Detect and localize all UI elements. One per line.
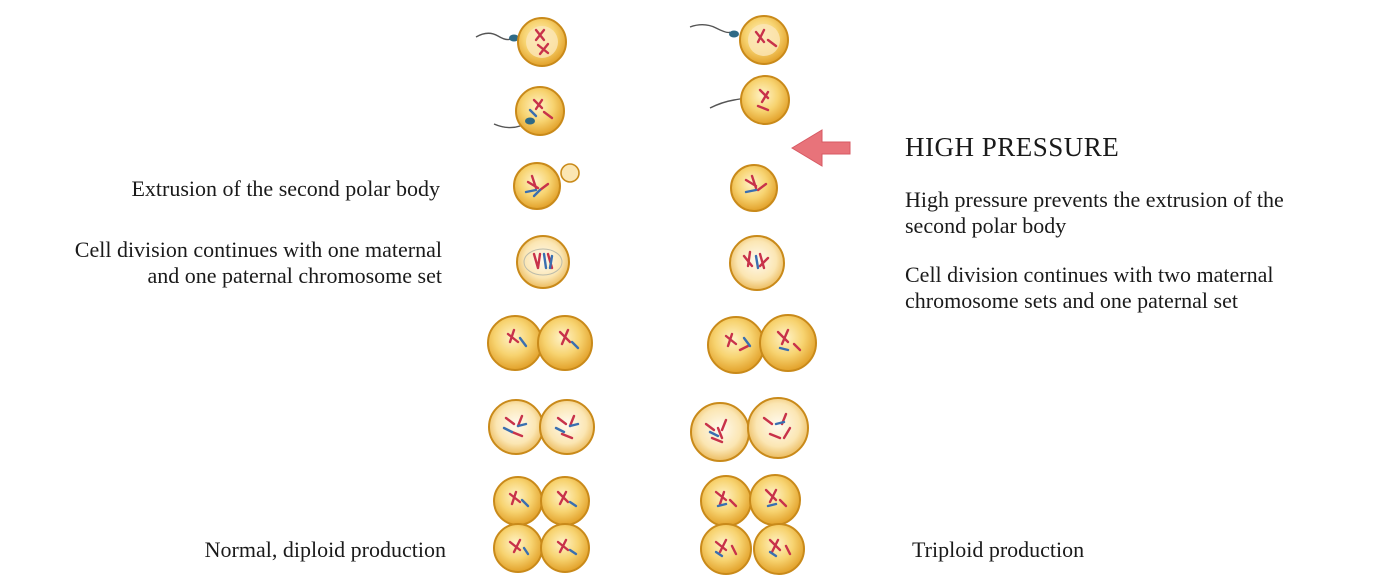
cell-icon (516, 87, 564, 135)
left-stage-5 (488, 316, 592, 370)
cell-icon (540, 400, 594, 454)
cell-icon (488, 316, 542, 370)
sperm-icon (710, 98, 744, 108)
left-stage-2 (494, 87, 564, 135)
cell-icon (489, 400, 543, 454)
cell-icon (541, 477, 589, 525)
left-stage-3 (514, 163, 579, 209)
cell-icon (748, 398, 808, 458)
right-stage-6 (691, 398, 808, 461)
right-stage-5 (708, 315, 816, 373)
cell-icon (517, 236, 569, 288)
cell-icon (741, 76, 789, 124)
polar-body-icon (561, 164, 579, 182)
right-stage-4 (730, 236, 784, 290)
left-stage-7 (494, 477, 589, 572)
sperm-icon (729, 31, 739, 38)
right-stage-3 (731, 165, 777, 211)
left-stage-4 (517, 236, 569, 288)
right-stage-1 (690, 16, 788, 64)
cell-icon (731, 165, 777, 211)
left-arrow-icon (792, 130, 850, 166)
right-stage-7 (701, 475, 804, 574)
left-stage-6 (489, 400, 594, 454)
cell-icon (514, 163, 560, 209)
cell-icon (538, 316, 592, 370)
left-stage-1 (476, 18, 566, 66)
sperm-icon (690, 25, 730, 33)
right-stage-2 (710, 76, 789, 124)
sperm-icon (476, 33, 512, 39)
